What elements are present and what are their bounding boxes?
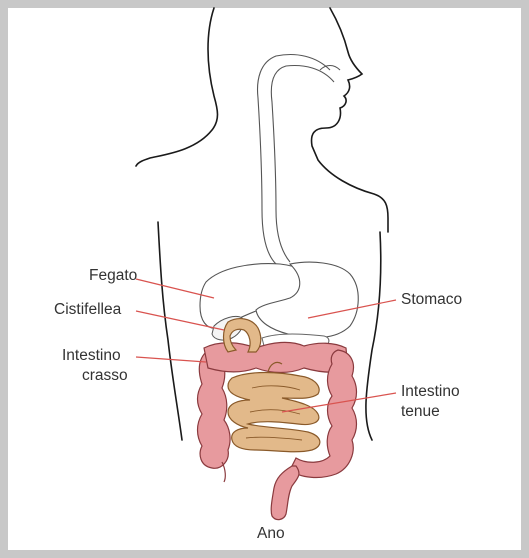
right-torso <box>366 232 381 440</box>
label-ano: Ano <box>257 524 285 543</box>
left-torso <box>158 222 182 440</box>
back-of-head <box>136 8 218 166</box>
label-intestino-crasso-line1: Intestino <box>62 346 121 365</box>
head-profile <box>312 8 388 232</box>
label-fegato: Fegato <box>89 266 137 285</box>
label-intestino-tenue-line1: Intestino <box>401 382 460 401</box>
label-stomaco: Stomaco <box>401 290 462 309</box>
label-intestino-crasso-line2: crasso <box>82 366 128 385</box>
label-cistifellea: Cistifellea <box>54 300 121 319</box>
esophagus <box>258 55 340 264</box>
label-intestino-tenue-line2: tenue <box>401 402 440 421</box>
